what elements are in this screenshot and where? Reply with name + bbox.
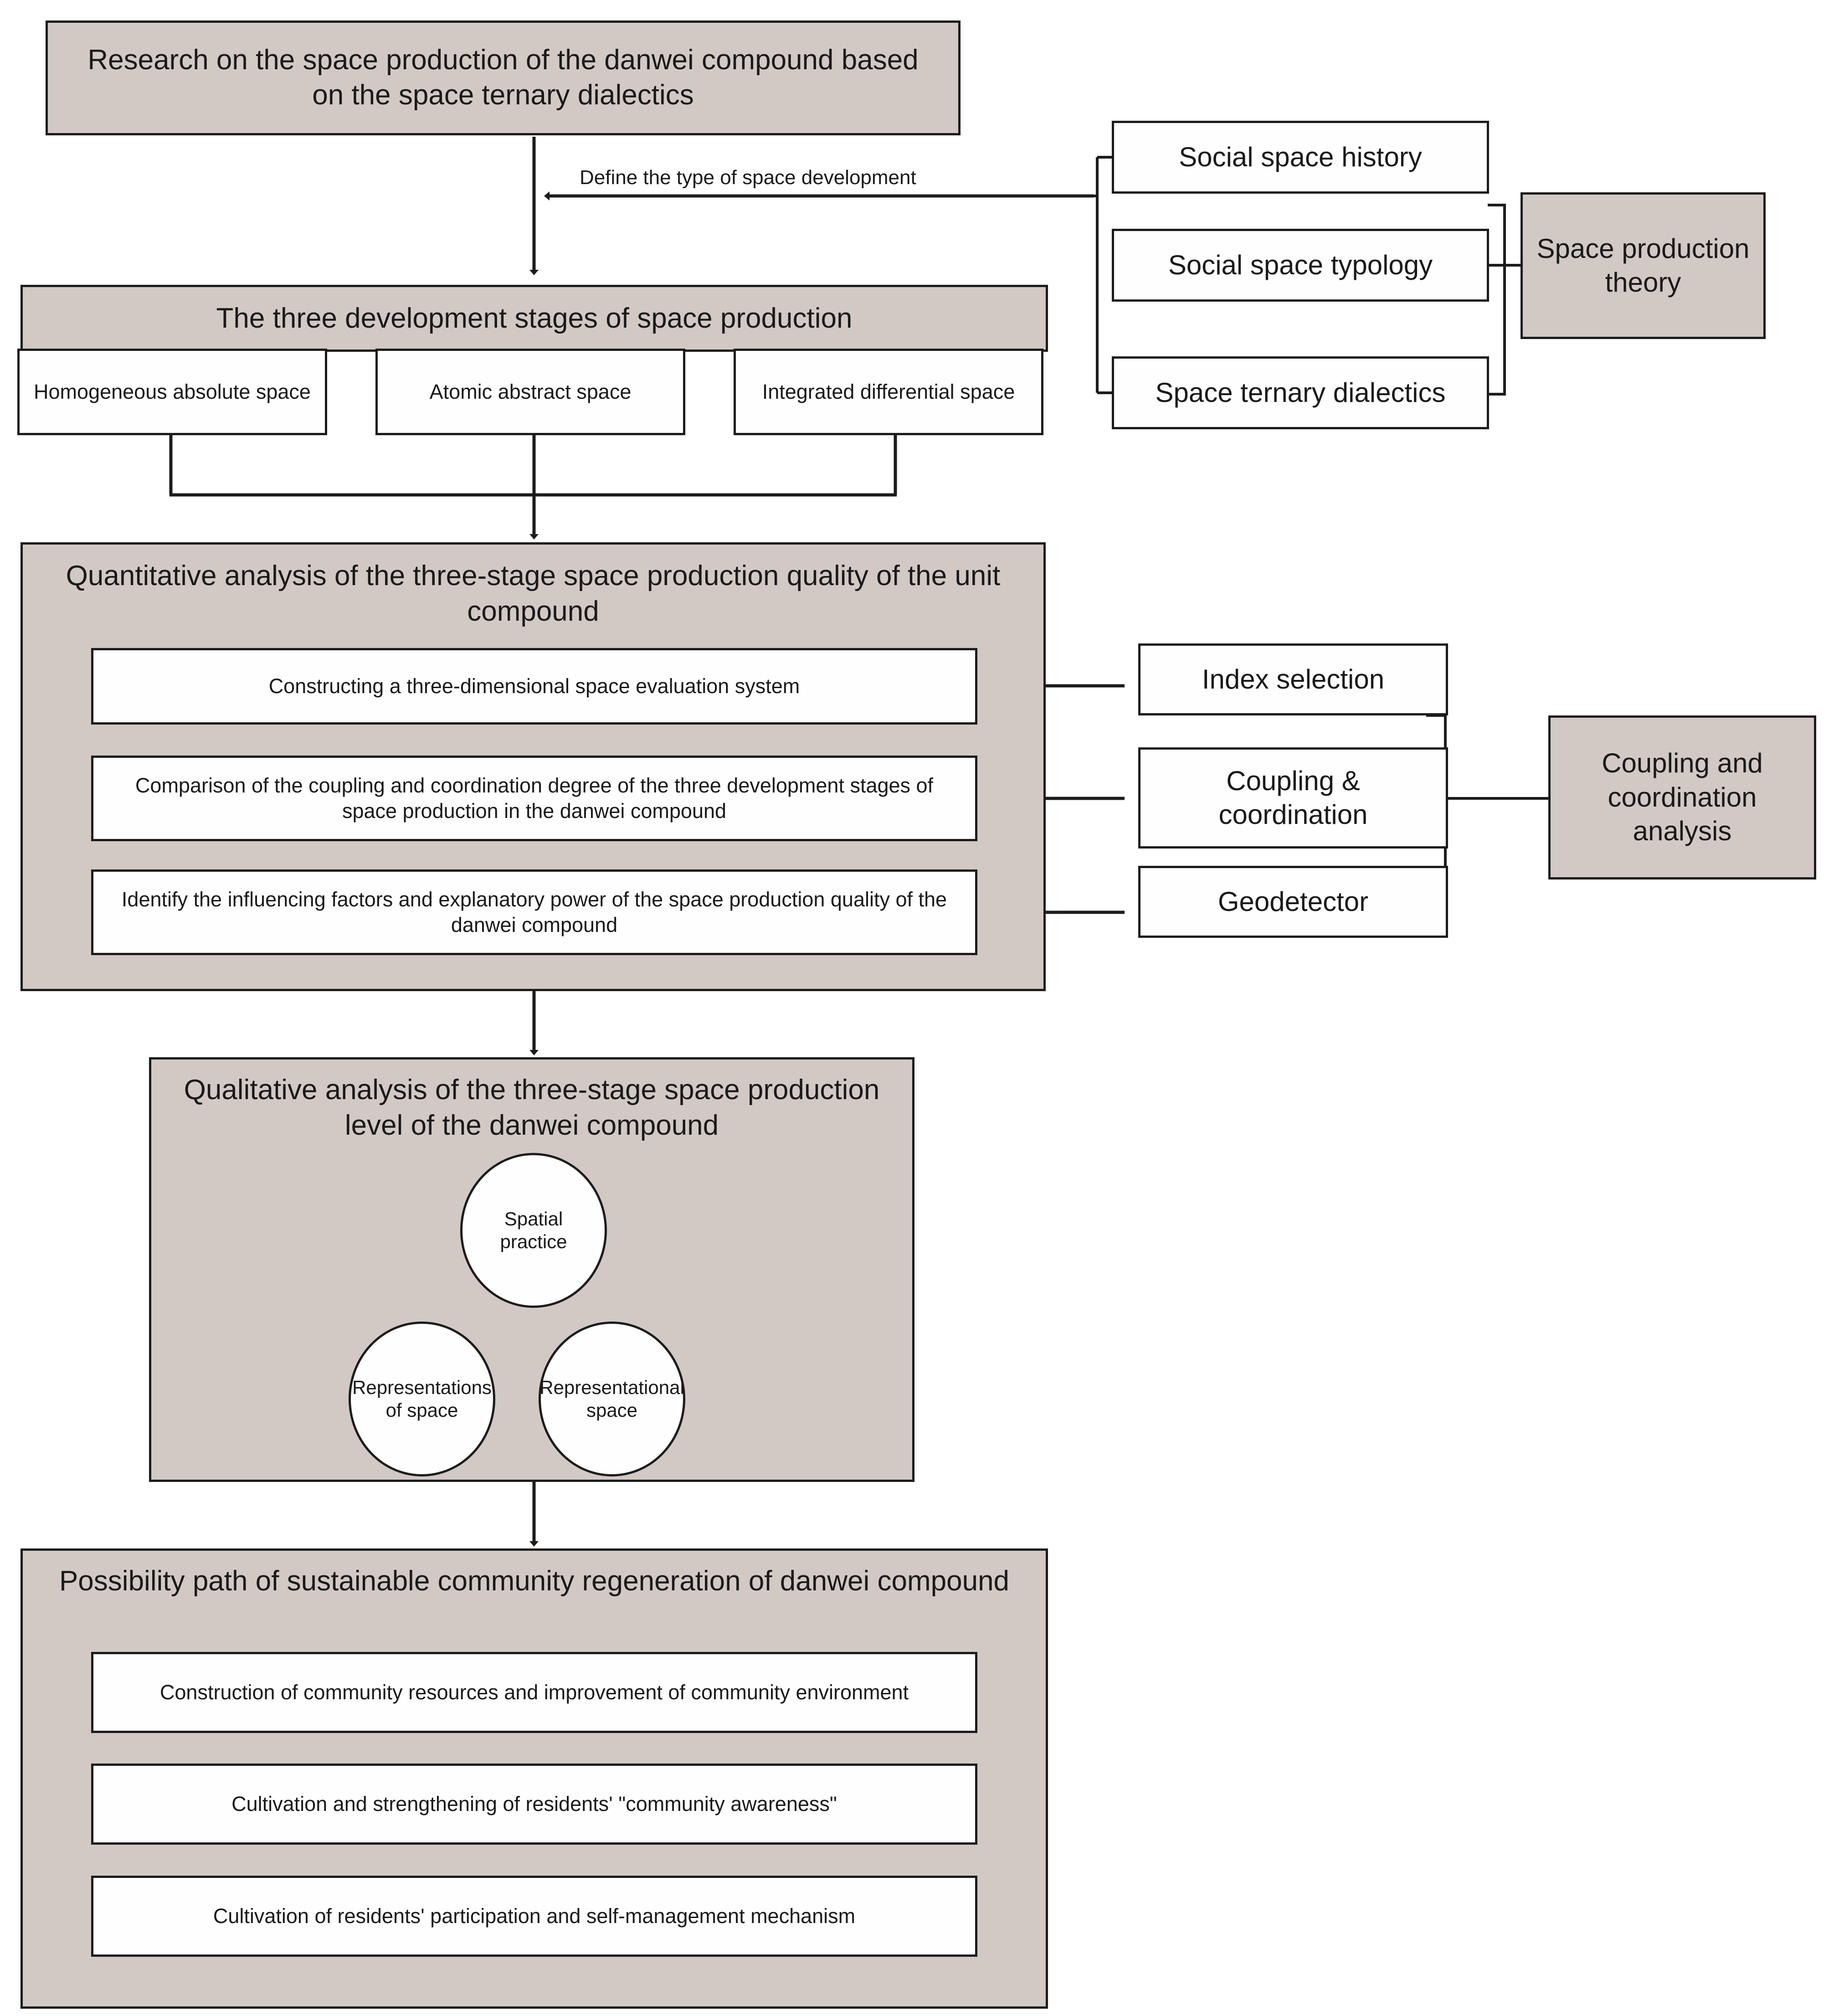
- stage-box-atomic-abstract-space: Atomic abstract space: [375, 349, 685, 435]
- theory-box-label: Space ternary dialectics: [1155, 377, 1446, 408]
- theory-box-social-space-history: Social space history: [1112, 121, 1489, 194]
- possibility-box-community-awareness: Cultivation and strengthening of residen…: [91, 1764, 977, 1845]
- possibility-box-label: Construction of community resources and …: [159, 1681, 909, 1704]
- stage-box-label: Atomic abstract space: [429, 380, 632, 404]
- stage-box-label: Homogeneous absolute space: [34, 380, 311, 404]
- define-type-label: Define the type of space development: [580, 168, 916, 188]
- quant-box-label: Comparison of the coupling and coordinat…: [135, 774, 934, 823]
- coupling-coordination-analysis-box: Coupling and coordination analysis: [1548, 715, 1816, 879]
- quantitative-analysis-title: Quantitative analysis of the three-stage…: [23, 558, 1043, 629]
- circle-representations-of-space: Representations of space: [349, 1322, 495, 1476]
- research-title-text: Research on the space production of the …: [87, 44, 919, 111]
- method-box-label: Geodetector: [1217, 886, 1369, 917]
- stage-box-integrated-differential-space: Integrated differential space: [734, 349, 1043, 435]
- circle-label: Representations of space: [352, 1376, 492, 1421]
- circle-label: Spatial practice: [500, 1208, 567, 1252]
- quant-box-evaluation-system: Constructing a three-dimensional space e…: [91, 648, 977, 725]
- quant-box-coupling-comparison: Comparison of the coupling and coordinat…: [91, 756, 977, 841]
- possibility-box-self-management: Cultivation of residents' participation …: [91, 1876, 977, 1957]
- possibility-path-title: Possibility path of sustainable communit…: [23, 1563, 1046, 1599]
- quant-box-influencing-factors: Identify the influencing factors and exp…: [91, 869, 977, 955]
- space-production-theory-box: Space production theory: [1521, 192, 1766, 339]
- stage-box-homogeneous-absolute-space: Homogeneous absolute space: [17, 349, 327, 435]
- define-type-text: Define the type of space development: [580, 166, 916, 189]
- three-stages-title: The three development stages of space pr…: [216, 303, 853, 334]
- theory-box-social-space-typology: Social space typology: [1112, 229, 1489, 302]
- possibility-box-community-resources: Construction of community resources and …: [91, 1652, 977, 1733]
- theory-box-label: Social space history: [1179, 141, 1422, 172]
- method-box-label: Index selection: [1202, 663, 1385, 694]
- method-box-coupling-coordination: Coupling & coordination: [1138, 747, 1448, 849]
- possibility-title-text: Possibility path of sustainable communit…: [59, 1565, 1010, 1597]
- quant-box-label: Constructing a three-dimensional space e…: [268, 674, 800, 698]
- possibility-box-label: Cultivation and strengthening of residen…: [231, 1792, 837, 1816]
- possibility-box-label: Cultivation of residents' participation …: [213, 1904, 856, 1928]
- qualitative-title-text: Qualitative analysis of the three-stage …: [184, 1074, 880, 1141]
- three-stages-header: The three development stages of space pr…: [21, 285, 1048, 352]
- qualitative-analysis-title: Qualitative analysis of the three-stage …: [151, 1072, 912, 1143]
- theory-box-space-ternary-dialectics: Space ternary dialectics: [1112, 356, 1489, 429]
- circle-label: Representational space: [539, 1376, 684, 1421]
- theory-box-label: Social space typology: [1168, 249, 1433, 280]
- method-box-geodetector: Geodetector: [1138, 866, 1448, 938]
- method-box-label: Coupling & coordination: [1218, 765, 1368, 830]
- brace-theory-right: [1488, 204, 1506, 396]
- method-box-index-selection: Index selection: [1138, 643, 1448, 715]
- circle-spatial-practice: Spatial practice: [460, 1153, 607, 1308]
- stage-box-label: Integrated differential space: [762, 380, 1015, 404]
- coupling-coordination-analysis-label: Coupling and coordination analysis: [1602, 748, 1763, 847]
- circle-representational-space: Representational space: [539, 1322, 685, 1476]
- space-production-theory-label: Space production theory: [1536, 233, 1750, 298]
- quantitative-title-text: Quantitative analysis of the three-stage…: [66, 560, 1001, 627]
- quant-box-label: Identify the influencing factors and exp…: [121, 888, 947, 936]
- research-title-box: Research on the space production of the …: [46, 21, 961, 135]
